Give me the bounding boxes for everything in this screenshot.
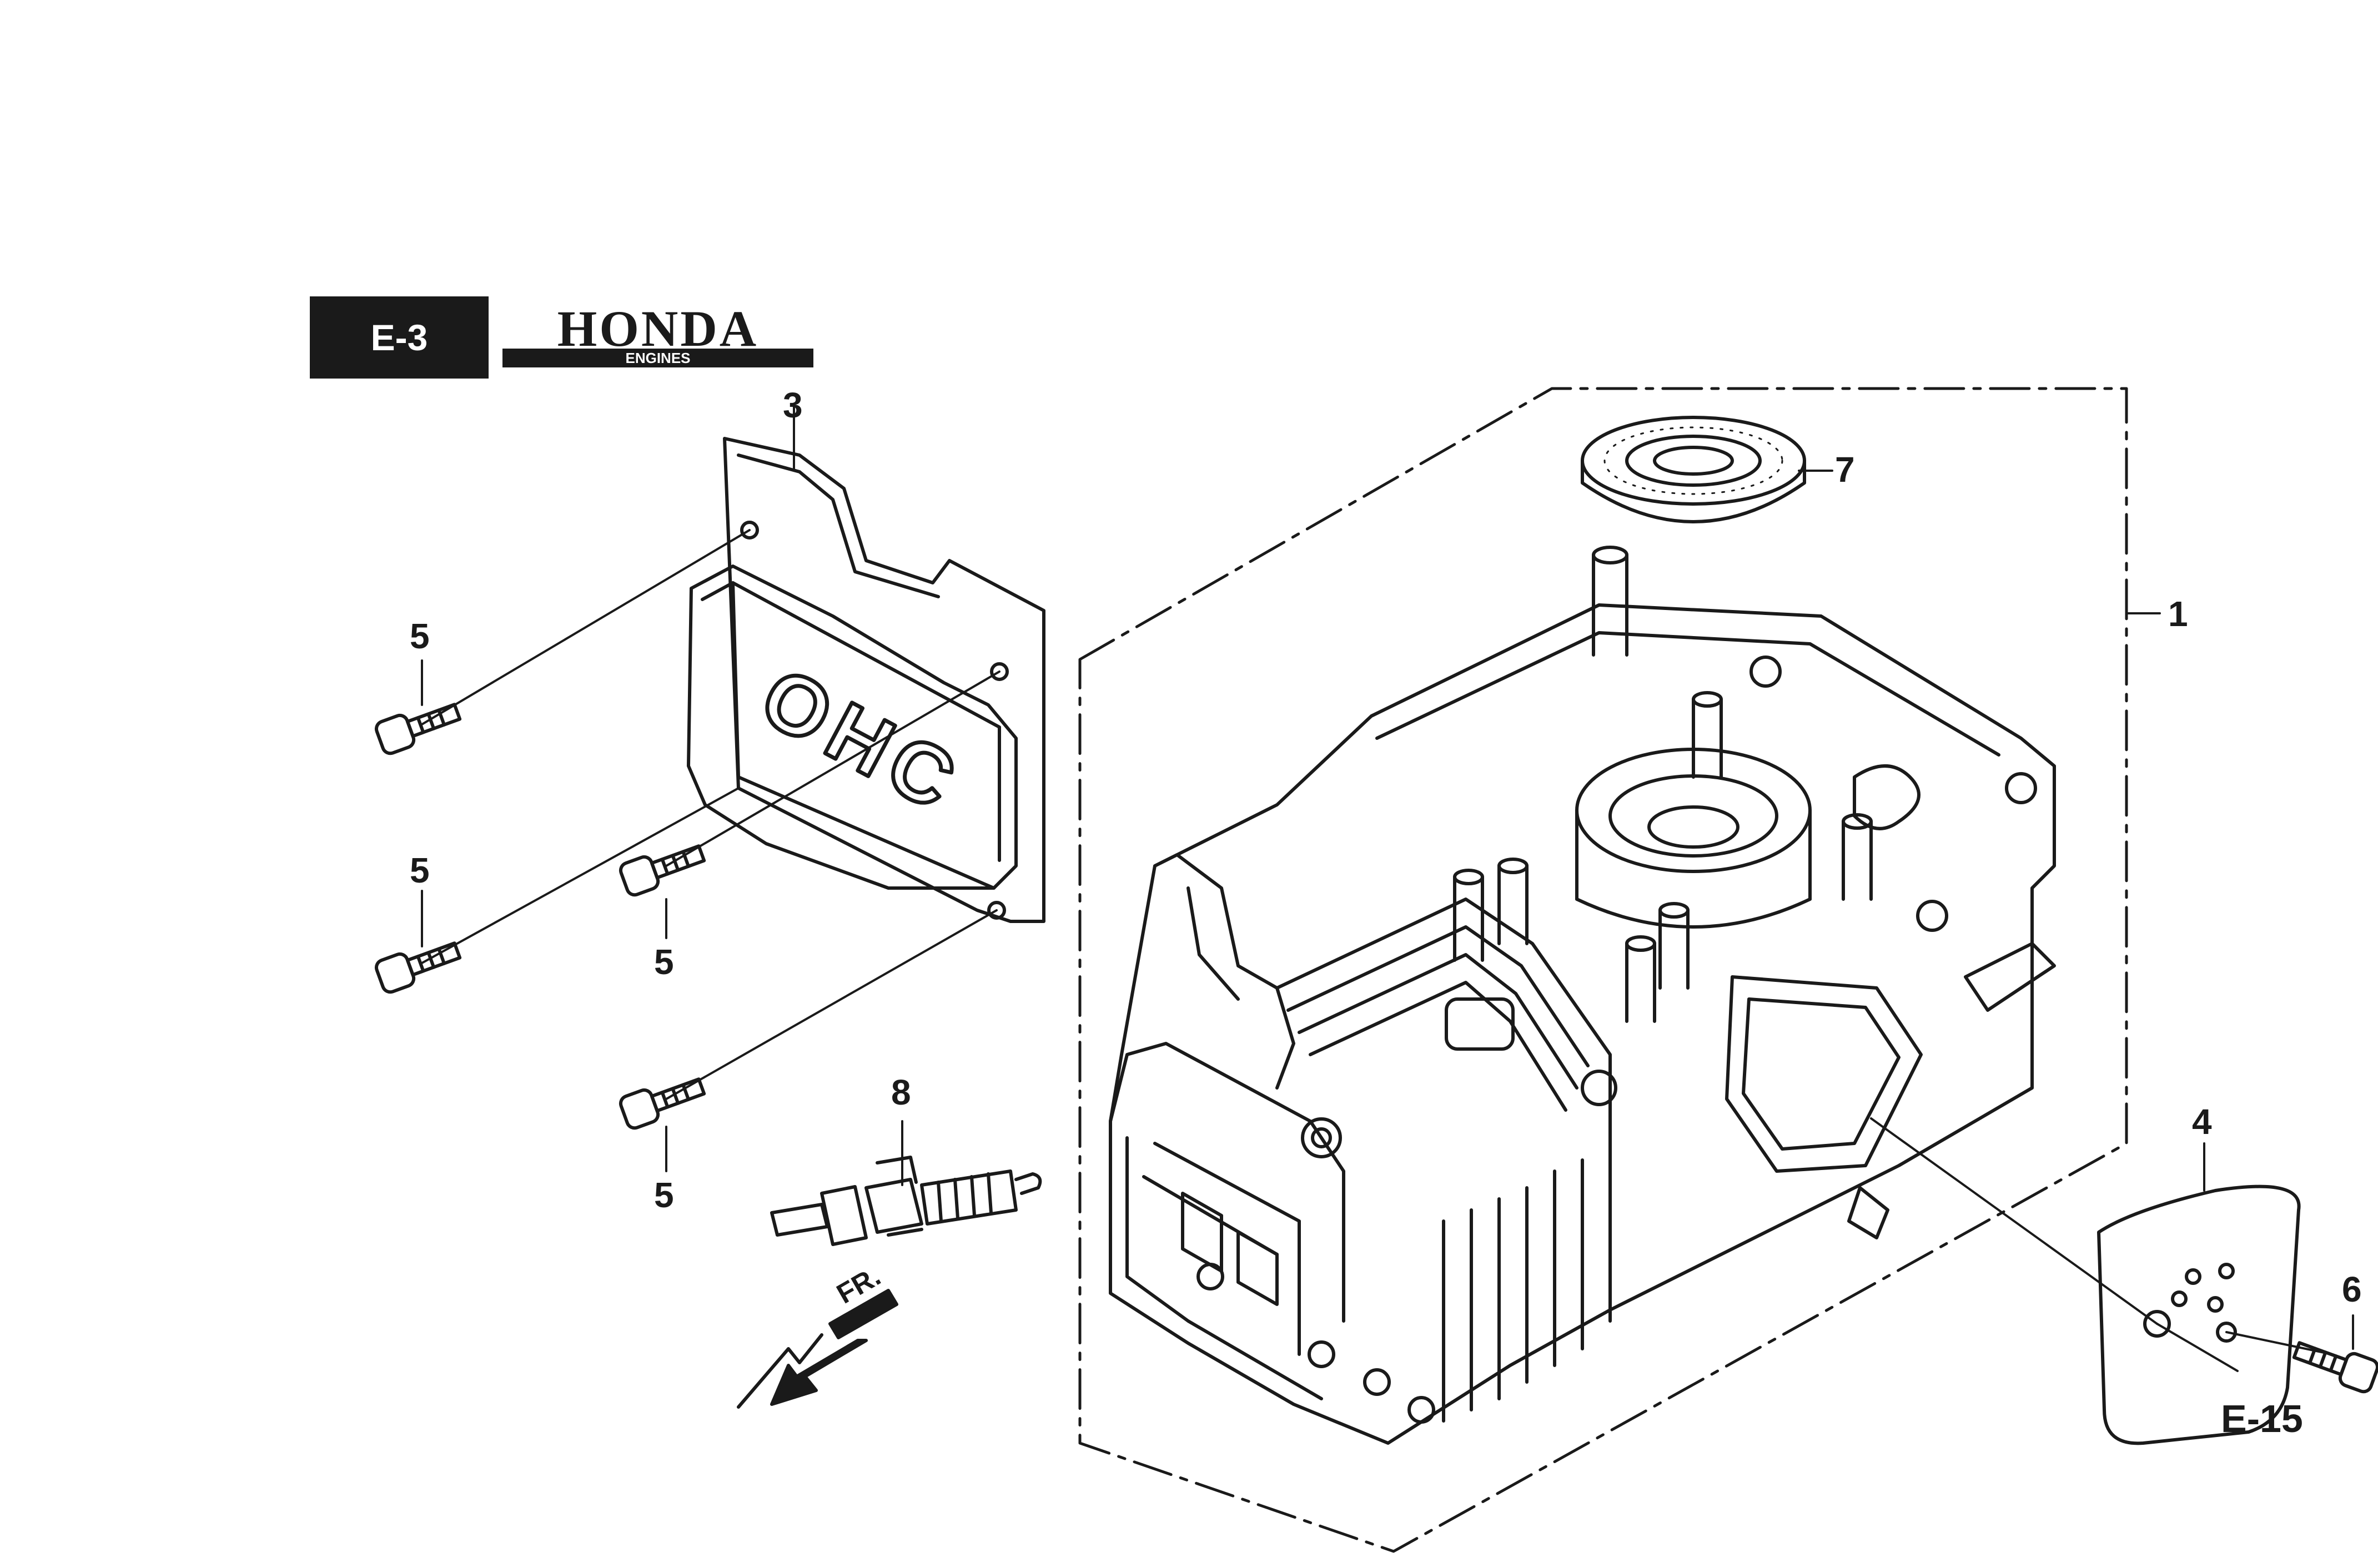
brand-subtitle: ENGINES — [502, 349, 813, 367]
section-badge-label: E-3 — [370, 317, 428, 358]
leader-lines — [421, 404, 2354, 1372]
callout-6: 6 — [2342, 1269, 2362, 1309]
callout-5a: 5 — [410, 616, 430, 656]
callout-1: 1 — [2168, 594, 2188, 634]
cylinder-block — [1109, 546, 2056, 1445]
callout-8: 8 — [891, 1072, 911, 1112]
callout-3: 3 — [783, 385, 803, 425]
callout-5b: 5 — [410, 850, 430, 890]
cross-reference-e15: E-15 — [2221, 1397, 2303, 1440]
callout-7: 7 — [1835, 450, 1855, 490]
block-studs — [1453, 546, 1873, 1023]
callout-5d: 5 — [654, 1175, 674, 1215]
cover-marking: OHC — [747, 649, 978, 831]
head-cover: OHC — [687, 437, 1045, 923]
gasket-plate — [2097, 1184, 2301, 1445]
oil-seal — [1581, 416, 1806, 523]
callout-labels: 1 3 4 5 5 5 5 6 7 8 E-15 FR. — [410, 385, 2362, 1440]
callout-4: 4 — [2192, 1102, 2212, 1142]
front-direction-arrow — [737, 1289, 898, 1409]
section-badge: E-3 — [310, 296, 489, 379]
assembly-boundary — [1078, 387, 2128, 1553]
callout-5c: 5 — [654, 942, 674, 982]
brand-name: HONDA — [557, 300, 759, 357]
bolt-6 — [2292, 1341, 2378, 1394]
bolt-group — [374, 703, 706, 1130]
brand-logo: HONDA ENGINES — [502, 300, 813, 368]
spark-plug — [770, 1156, 1042, 1246]
